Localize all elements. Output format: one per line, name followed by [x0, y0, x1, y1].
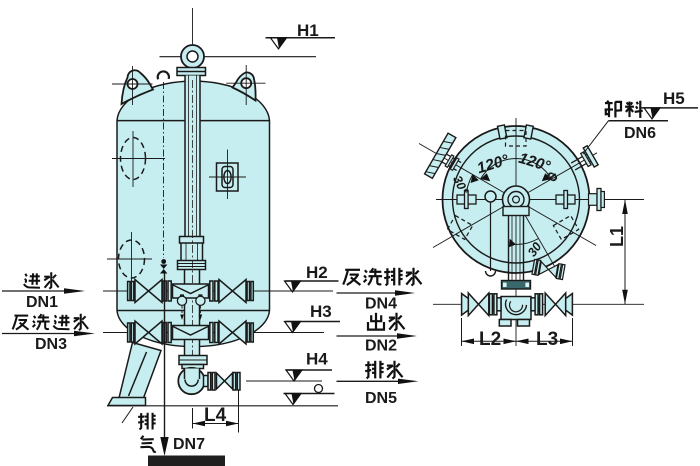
svg-text:L1: L1 [607, 226, 627, 247]
svg-text:DN5: DN5 [365, 390, 397, 407]
svg-text:H2: H2 [306, 263, 328, 282]
svg-text:DN7: DN7 [173, 436, 205, 453]
svg-text:DN2: DN2 [365, 338, 397, 355]
svg-text:H3: H3 [310, 302, 332, 321]
svg-text:L3: L3 [536, 329, 558, 350]
svg-text:DN6: DN6 [624, 125, 656, 142]
svg-text:L2: L2 [479, 329, 501, 350]
svg-text:H1: H1 [297, 21, 319, 40]
svg-text:30: 30 [525, 240, 544, 259]
svg-text:DN4: DN4 [365, 296, 397, 313]
svg-text:H4: H4 [306, 350, 328, 369]
svg-text:L4: L4 [204, 405, 227, 426]
svg-text:DN1: DN1 [26, 294, 58, 311]
svg-text:DN3: DN3 [35, 336, 67, 353]
svg-text:H5: H5 [663, 89, 685, 108]
